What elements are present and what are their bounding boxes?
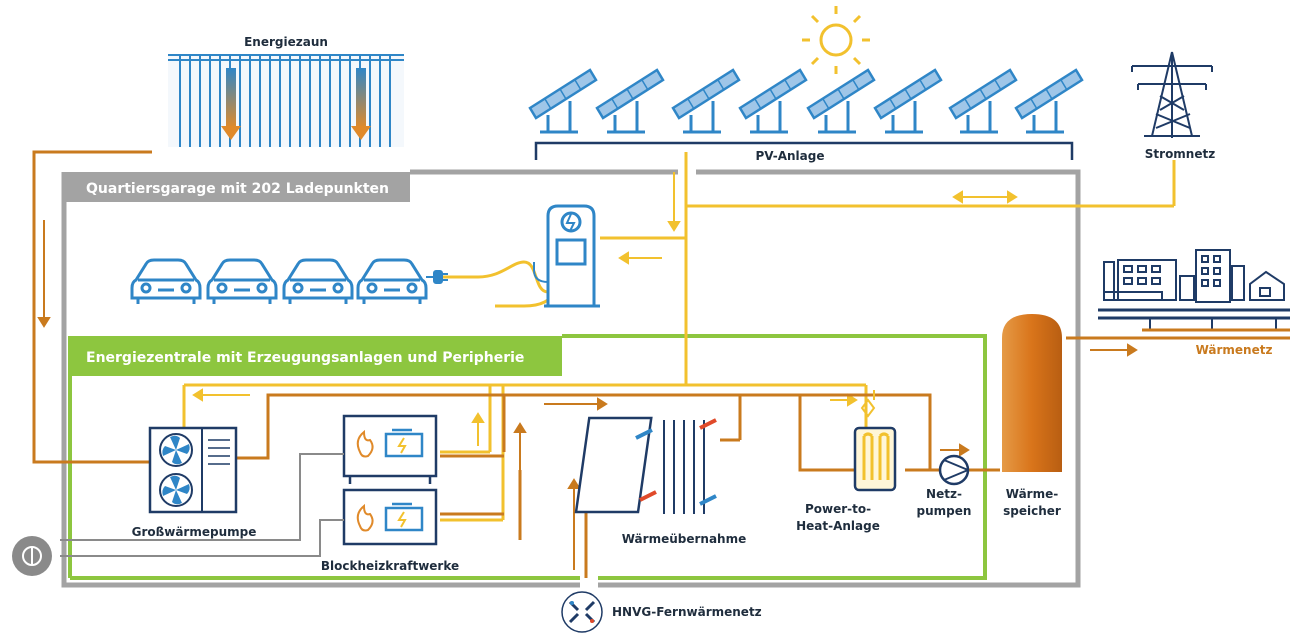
energiezentrale-label: Energiezentrale mit Erzeugungsanlagen un… — [86, 350, 524, 366]
netzpumpen-label-1: Netz- — [926, 487, 962, 501]
blockheizkraftwerke-label: Blockheizkraftwerke — [321, 559, 459, 573]
solar-panel-icon — [1014, 68, 1084, 134]
car-icon — [130, 258, 202, 304]
stromnetz-label: Stromnetz — [1145, 147, 1215, 161]
solar-panel-icon — [738, 68, 808, 134]
waermeuebernahme-label: Wärmeübernahme — [622, 532, 746, 546]
waermespeicher-label-1: Wärme- — [1006, 487, 1058, 501]
solar-panel-icon — [873, 68, 943, 134]
pump-icon — [938, 454, 970, 486]
solar-panel-icon — [595, 68, 665, 134]
charging-station-icon — [533, 204, 600, 308]
cars — [130, 258, 428, 304]
power-pylon-icon — [1131, 51, 1213, 138]
heat-arrows — [37, 220, 1138, 570]
car-icon — [282, 258, 354, 304]
energiezentrale-frame: Energiezentrale mit Erzeugungsanlagen un… — [68, 334, 987, 580]
power-to-heat-label-2: Heat-Anlage — [796, 519, 880, 533]
pv-anlage-label: PV-Anlage — [756, 149, 825, 163]
energiezaun: Energiezaun — [168, 35, 404, 147]
power-to-heat-label-1: Power-to- — [805, 502, 871, 516]
chp-engine-icon — [342, 414, 438, 484]
pv-anlage: PV-Anlage — [528, 68, 1084, 163]
grosswaermepumpe-label: Großwärmepumpe — [132, 525, 257, 539]
district-heating-logo — [561, 591, 603, 633]
waermespeicher-label-2: speicher — [1003, 504, 1061, 518]
heat-exchanger-icon — [574, 416, 717, 514]
solar-panel-icon — [671, 68, 741, 134]
solar-panel-icon — [806, 68, 876, 134]
geothermal-probe-icon — [12, 536, 52, 576]
car-icon — [356, 258, 428, 304]
waermenetz-label: Wärmenetz — [1196, 343, 1273, 357]
plug-icon — [426, 270, 448, 284]
energiezaun-label: Energiezaun — [244, 35, 328, 49]
storage-tank-icon — [1002, 314, 1062, 472]
quartiersgarage-frame: Quartiersgarage mit 202 Ladepunkten — [61, 169, 1081, 588]
fernwaermenetz-label: HNVG-Fernwärmenetz — [612, 605, 762, 619]
car-icon — [206, 258, 278, 304]
sun-icon — [802, 6, 870, 74]
power-to-heat-icon — [853, 390, 897, 492]
solar-panel-icon — [528, 68, 598, 134]
heat-pump-icon — [148, 426, 238, 514]
electric-arrows — [192, 172, 1018, 446]
chp-units — [60, 414, 438, 557]
city-buildings-icon — [1098, 249, 1290, 332]
quartiersgarage-label: Quartiersgarage mit 202 Ladepunkten — [86, 181, 389, 197]
chp-engine-icon — [342, 488, 438, 546]
netzpumpen-label-2: pumpen — [917, 504, 972, 518]
solar-panel-icon — [948, 68, 1018, 134]
